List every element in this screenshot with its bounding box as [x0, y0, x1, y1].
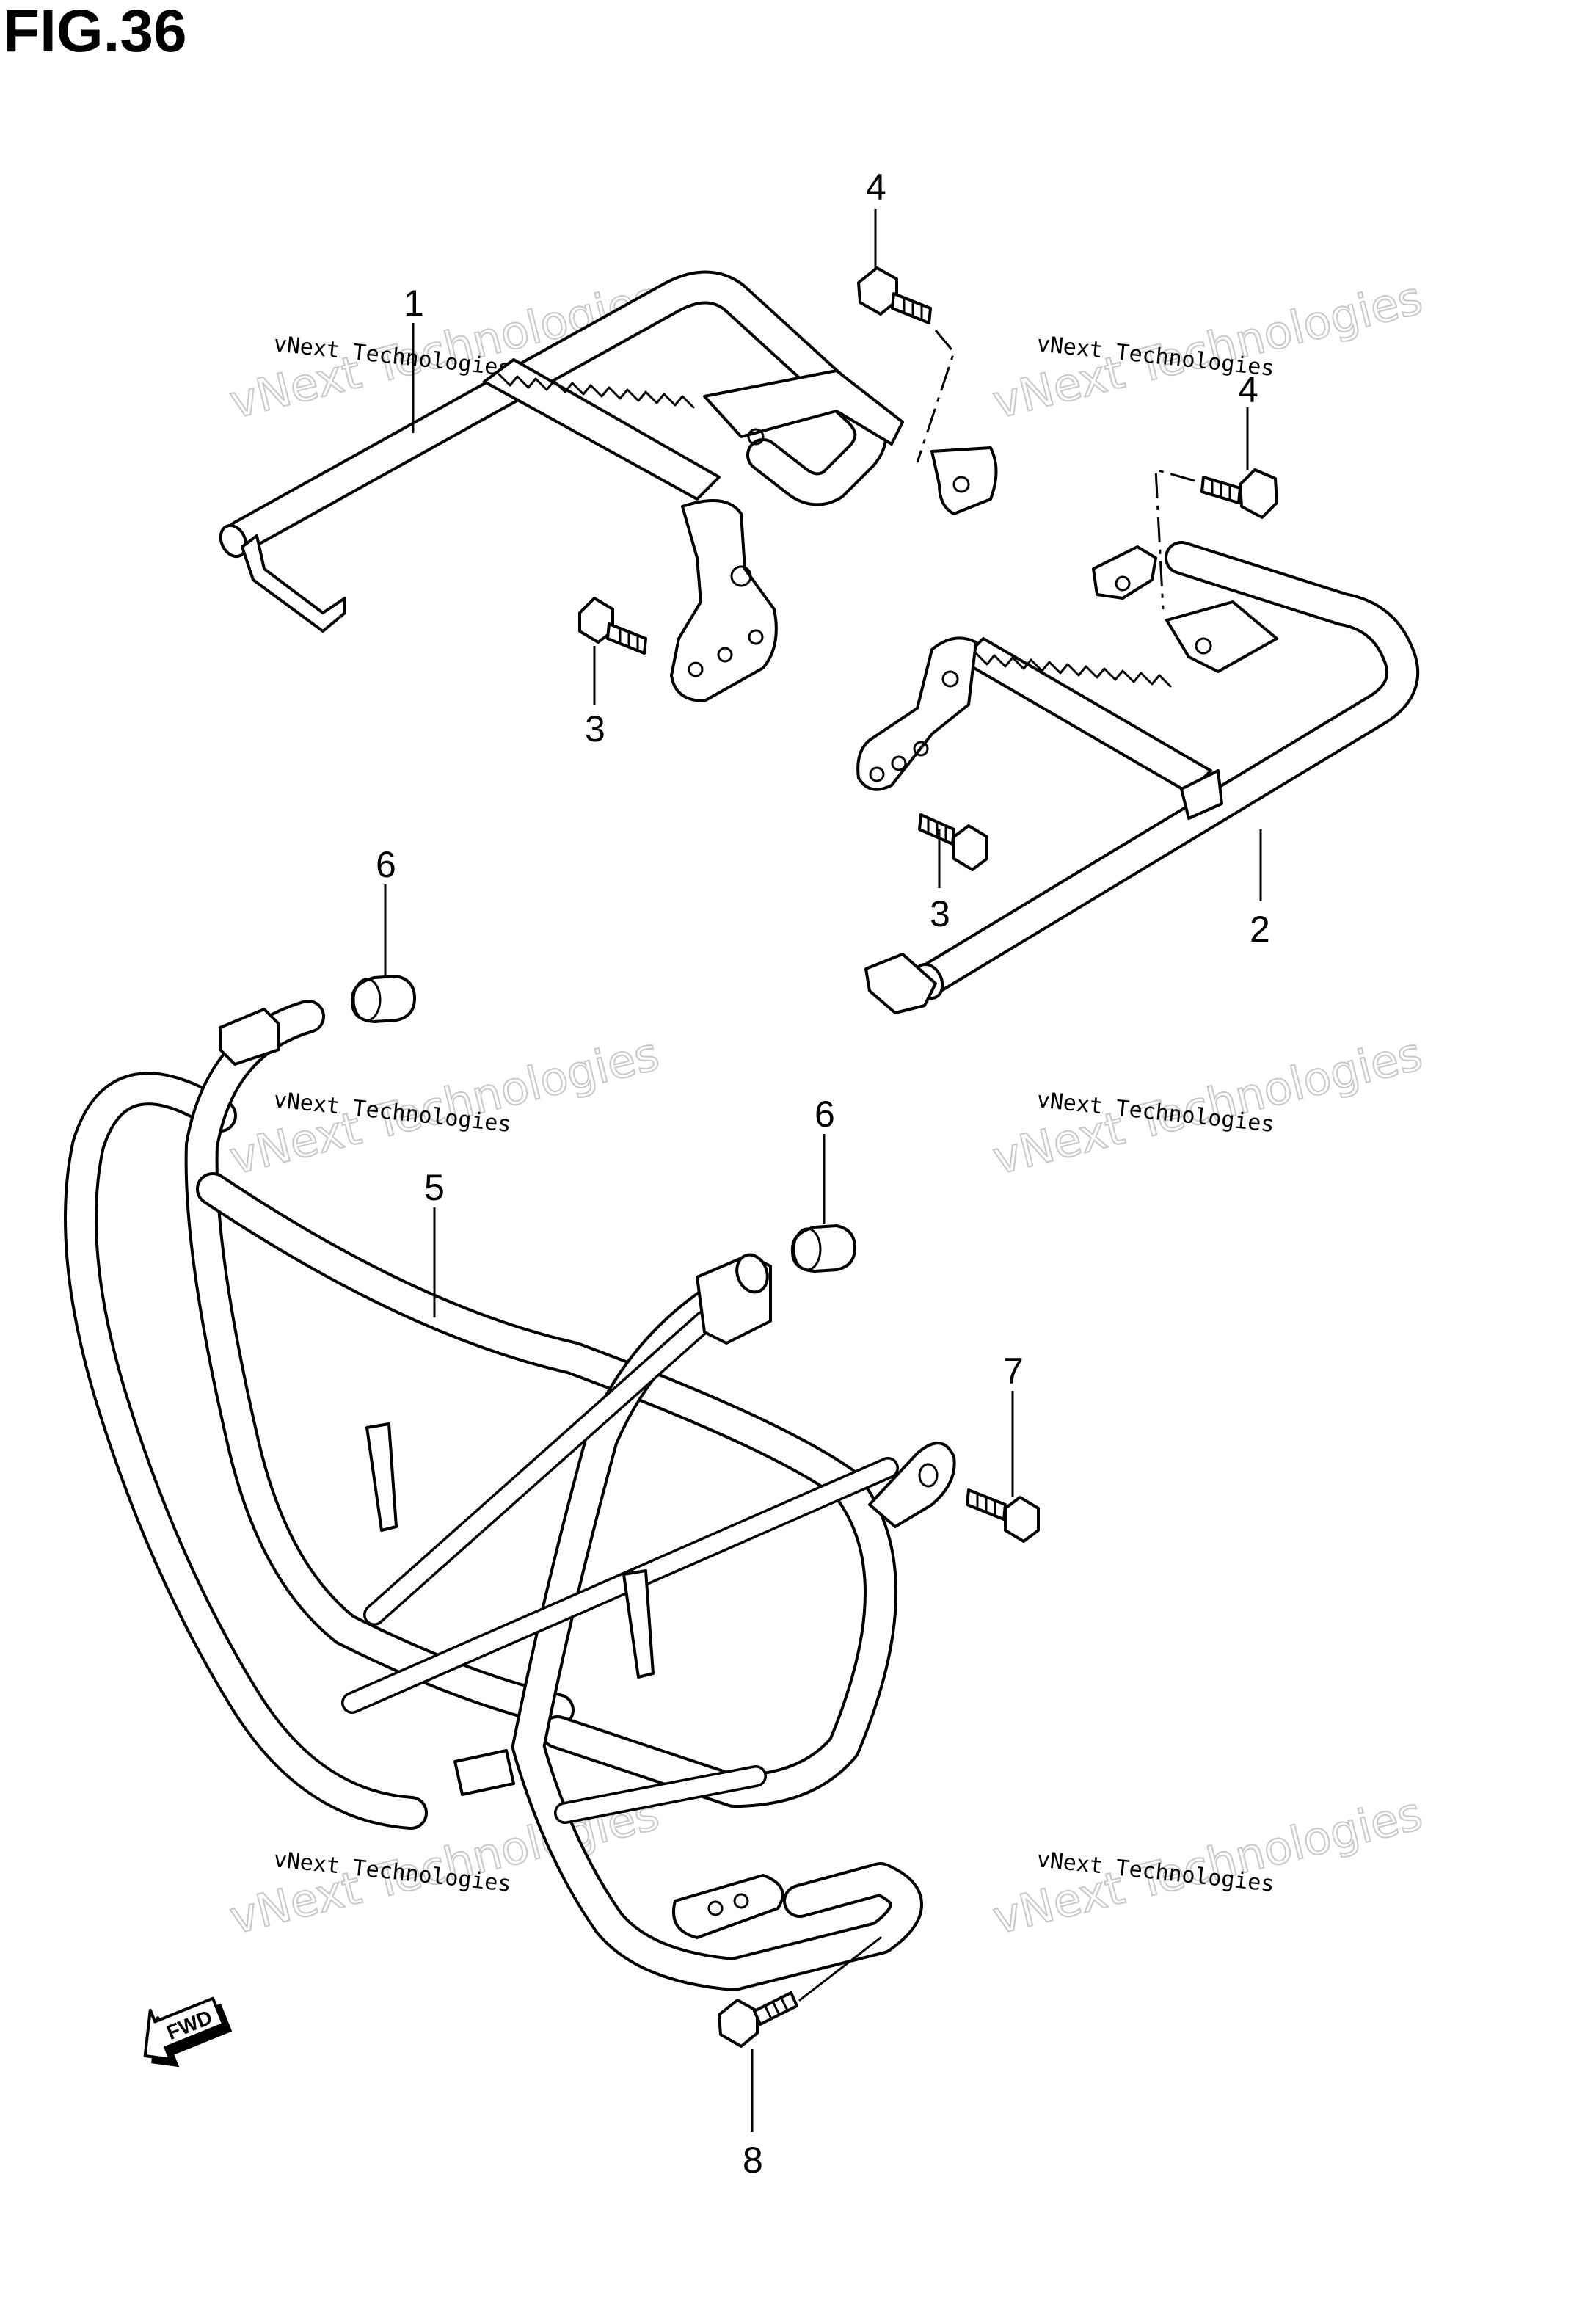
mounting-plate-hole: [891, 755, 907, 771]
part-2-right-footrest: [856, 541, 1420, 1014]
guard-upright-bracket: [622, 1569, 655, 1679]
bolt-shank: [606, 622, 647, 655]
end-tab-hole: [952, 476, 970, 493]
mounting-plate-hole: [869, 766, 885, 782]
bolt-thread: [1211, 479, 1231, 501]
watermark-middle-left: vNext Technologies vNext Technologies: [224, 1026, 665, 1186]
part-4-bolt-left: [857, 266, 955, 463]
guard-tube-end: [735, 1253, 769, 1294]
part-1-left-footrest: [219, 270, 998, 702]
part-6-grommet-lower: [790, 1224, 856, 1273]
guard-lower-bracket: [453, 1749, 515, 1796]
grommet-face: [792, 1227, 822, 1271]
callout-7: 7: [1003, 1351, 1024, 1392]
callout-4-right: 4: [1238, 369, 1258, 410]
bolt-head: [1004, 1496, 1040, 1543]
bolt-thread: [976, 1492, 996, 1516]
watermark-middle-right: vNext Technologies vNext Technologies: [987, 1026, 1428, 1186]
bolt-alignment-line: [1154, 468, 1195, 610]
guard-inner-bar-inner: [343, 1459, 897, 1712]
callout-2: 2: [1250, 909, 1270, 950]
part-8-bolt: [718, 1936, 882, 2048]
mounting-plate-hole: [748, 629, 764, 645]
guard-mount-tab: [219, 1008, 280, 1066]
step-end-plate: [1180, 769, 1223, 820]
cross-brace-hole: [1195, 637, 1212, 655]
figure-title: FIG.36: [3, 0, 187, 65]
end-tab-hole: [1115, 575, 1131, 592]
end-tab: [1092, 545, 1157, 600]
guard-upright-bracket: [365, 1422, 398, 1532]
guard-skid-plate: [672, 1874, 784, 1939]
guard-side-mount-hole: [918, 1463, 939, 1488]
guard-skid-plate-hole: [707, 1900, 724, 1916]
bolt-thread: [903, 298, 923, 320]
footrest-tube-inner: [922, 544, 1417, 990]
callout-3-right: 3: [930, 893, 950, 934]
mounting-plate-hole: [717, 647, 733, 663]
callout-4-left: 4: [866, 167, 886, 208]
watermark-bottom-right: vNext Technologies vNext Technologies: [987, 1786, 1428, 1946]
grommet-body: [790, 1224, 856, 1273]
guard-tube-crossbar-inner: [199, 1175, 894, 1805]
bolt-thread: [619, 628, 639, 650]
guard-tube-rear-loop-inner: [67, 1075, 425, 1827]
callout-8: 8: [743, 2140, 763, 2181]
grommet-face: [352, 978, 382, 1022]
grommet-body: [350, 975, 416, 1023]
callout-1: 1: [404, 283, 424, 324]
callout-leaders: [384, 209, 1262, 2132]
bolt-alignment-line: [916, 330, 955, 463]
fwd-direction-marker: FWD: [143, 1996, 233, 2068]
bolt-thread: [763, 1996, 788, 2018]
cross-brace-hole: [747, 428, 765, 446]
mounting-plate-hole: [941, 670, 959, 688]
mounting-plate-hole: [730, 565, 752, 587]
guard-inner-bar-inner: [365, 1312, 713, 1624]
callout-numbers: 1 2 3 3 4 4 5 6 6 7 8: [376, 167, 1270, 2181]
tube-end-cap: [219, 523, 248, 559]
bolt-head: [718, 1999, 759, 2048]
guard-side-mount: [868, 1442, 956, 1528]
watermark-top-right: vNext Technologies vNext Technologies: [987, 270, 1428, 430]
cross-brace: [703, 369, 904, 446]
end-tab: [930, 446, 998, 515]
part-3-bolt-left: [578, 597, 647, 655]
bolt-alignment-line: [798, 1936, 882, 2002]
callout-3-left: 3: [585, 708, 605, 749]
fwd-arrow-icon: [143, 1996, 225, 2061]
mounting-plate: [670, 499, 778, 702]
part-4-bolt-right: [1154, 468, 1278, 610]
callout-6-lower: 6: [815, 1094, 835, 1135]
guard-skid-plate-hole: [733, 1893, 749, 1909]
step-serration: [974, 652, 1172, 688]
bolt-thread: [927, 817, 947, 840]
bolt-head: [952, 824, 988, 871]
cross-brace: [1165, 600, 1278, 673]
guard-tube-upright-inner: [187, 1003, 572, 1724]
part-6-grommet-upper: [350, 975, 416, 1023]
part-3-bolt-right: [918, 813, 988, 871]
end-bracket: [241, 534, 346, 633]
mounting-plate-hole: [688, 661, 704, 677]
mounting-plate-hole: [913, 741, 929, 757]
step-serration: [498, 373, 695, 409]
bolt-head: [1239, 468, 1278, 519]
bolt-shank: [891, 292, 932, 324]
callout-6-upper: 6: [376, 844, 396, 885]
mounting-plate: [856, 636, 977, 791]
end-bracket: [864, 953, 937, 1014]
callout-5: 5: [424, 1167, 445, 1208]
serrated-step: [483, 358, 721, 501]
part-5-guard: [64, 1000, 956, 1991]
serrated-step: [960, 637, 1212, 794]
guard-inner-bar-inner: [556, 1767, 765, 1822]
part-7-bolt: [966, 1488, 1040, 1543]
